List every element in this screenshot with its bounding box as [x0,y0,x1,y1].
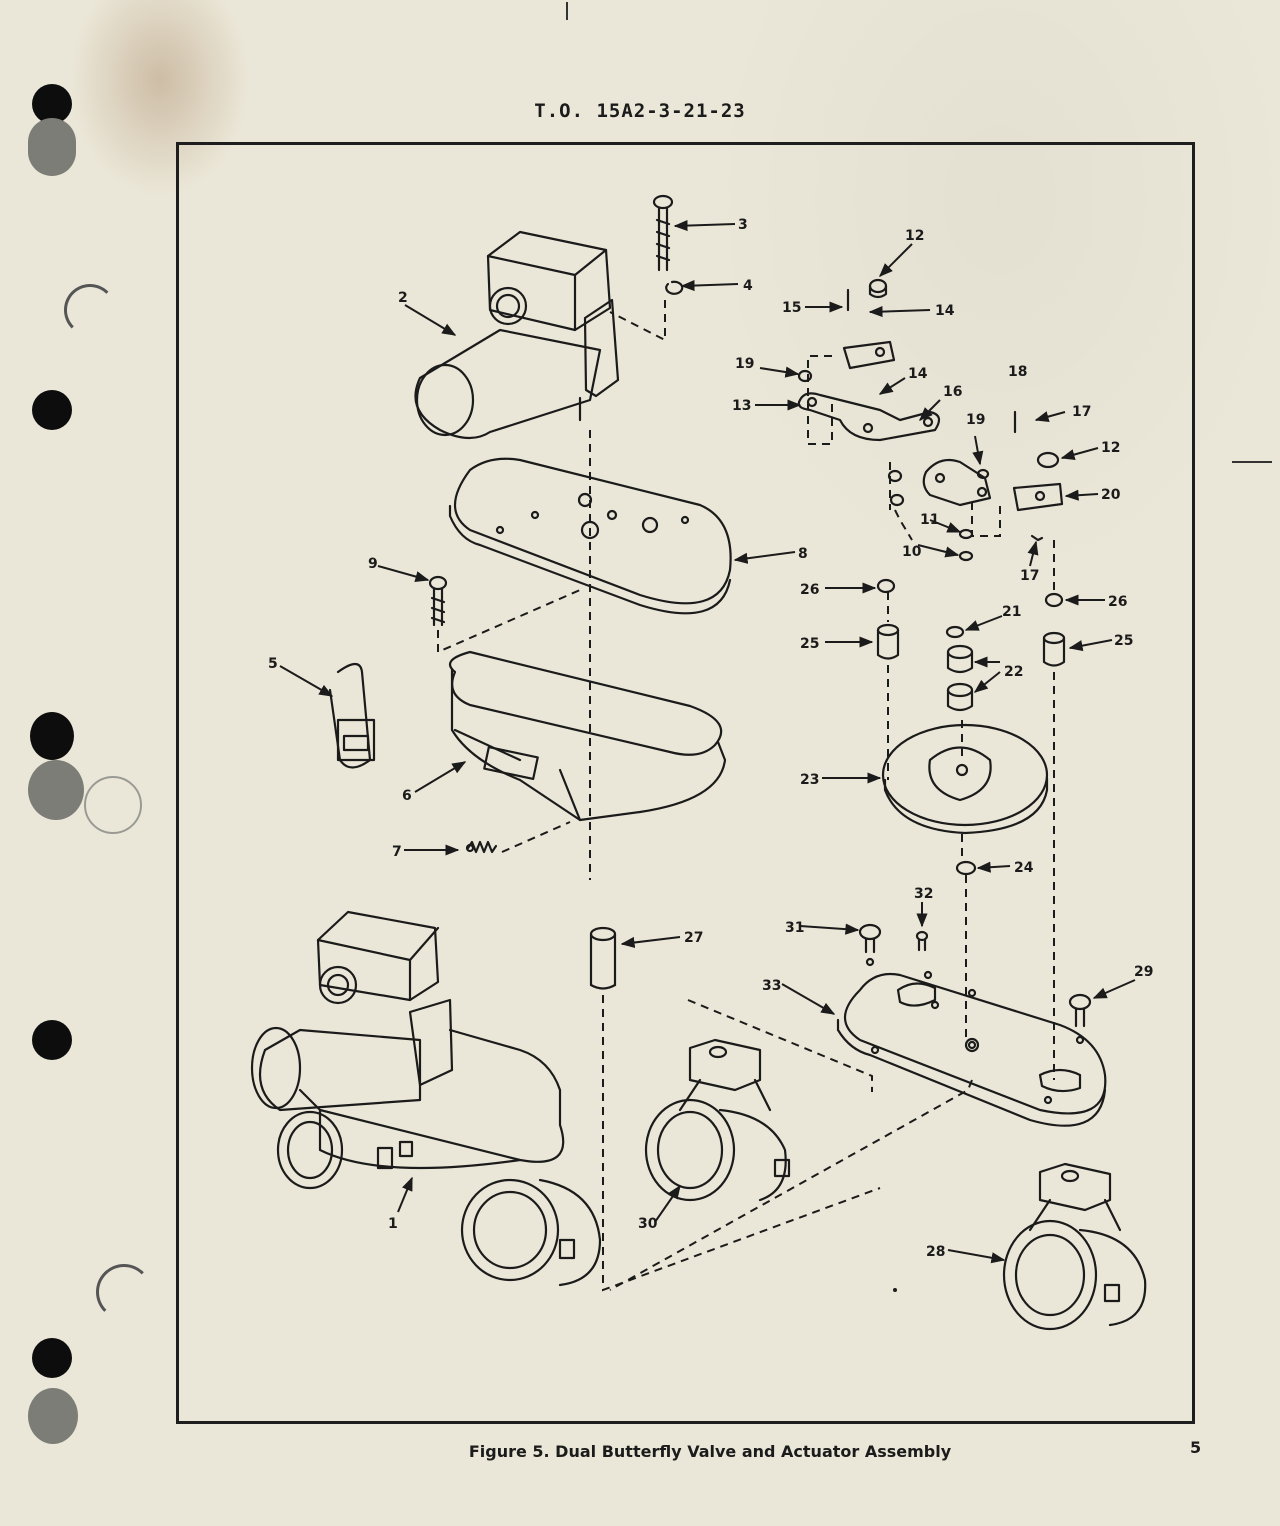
callout-26b: 26 [1108,594,1127,610]
callout-33: 33 [762,978,781,994]
callout-11: 11 [920,512,939,528]
lock-washer-4 [665,280,684,295]
washers-10-11 [887,469,974,562]
spacer-25-right [1042,631,1066,667]
document-number: T.O. 15A2-3-21-23 [534,100,746,122]
binder-hole-5 [28,760,84,820]
callout-10: 10 [902,544,922,560]
callout-26a: 26 [800,582,819,598]
callout-8: 8 [798,546,808,562]
cam-plate-23 [881,723,1049,835]
screw-3 [652,194,674,272]
callout-7: 7 [392,844,402,860]
washer-26-left [876,578,896,594]
link-assembly [797,278,1064,512]
actuator-motor [414,230,620,440]
valve-body-28 [1002,1162,1147,1331]
callout-14b: 14 [908,366,928,382]
callout-24: 24 [1014,860,1034,876]
screw-9 [428,575,448,627]
callout-18: 18 [1008,364,1027,380]
spring-7 [465,840,498,854]
callout-3: 3 [738,217,748,233]
screw-29 [1068,993,1092,1028]
callout-31: 31 [785,920,804,936]
pin-32 [915,930,929,952]
callout-4: 4 [743,278,753,294]
callout-5: 5 [268,656,278,672]
binder-hole-1 [32,84,72,124]
binder-hole-4 [30,712,74,760]
binder-hole-ring [84,776,142,834]
pin-17 [1030,534,1044,542]
binder-hole-2 [28,118,76,176]
callout-1: 1 [388,1216,398,1232]
washer-21 [945,625,965,639]
figure-caption: Figure 5. Dual Butterfly Valve and Actua… [468,1442,952,1461]
page-number: 5 [1190,1438,1202,1457]
screw-31 [858,923,882,954]
callout-32: 32 [914,886,933,902]
figure-frame [176,142,1195,1424]
washer-24 [955,860,977,876]
callout-30: 30 [638,1216,658,1232]
callout-19a: 19 [735,356,754,372]
washer-26-right [1044,592,1064,608]
callout-21: 21 [1002,604,1021,620]
callout-14a: 14 [935,303,955,319]
margin-mark-top [566,2,568,20]
callout-2: 2 [398,290,408,306]
binder-hole-7 [32,1338,72,1378]
callout-25a: 25 [800,636,819,652]
callout-12b: 12 [1101,440,1120,456]
binder-hole-arc-2 [96,1264,152,1320]
binder-hole-arc-1 [64,284,116,336]
callout-23: 23 [800,772,819,788]
callout-20: 20 [1101,487,1121,503]
callout-17a: 17 [1072,404,1091,420]
spacer-25-left [876,623,900,660]
callout-16: 16 [943,384,962,400]
callout-25b: 25 [1114,633,1133,649]
callout-9: 9 [368,556,378,572]
spacer-27 [589,926,617,990]
binder-hole-6 [32,1020,72,1060]
valve-body-30 [644,1038,791,1202]
binder-hole-8 [28,1388,78,1444]
callout-13: 13 [732,398,751,414]
callout-6: 6 [402,788,412,804]
callout-28: 28 [926,1244,945,1260]
housing-band-6 [448,650,727,822]
callout-15: 15 [782,300,801,316]
bushings-22 [946,644,974,712]
binder-hole-3 [32,390,72,430]
callout-12a: 12 [905,228,924,244]
callout-27: 27 [684,930,703,946]
callout-17b: 17 [1020,568,1039,584]
data-plate-5 [328,662,376,769]
callout-22: 22 [1004,664,1023,680]
assembled-valve-unit-1 [250,910,602,1287]
callout-29: 29 [1134,964,1153,980]
margin-mark-right [1232,461,1272,463]
cover-plate-8 [448,457,732,615]
base-plate-33 [836,957,1107,1127]
callout-19b: 19 [966,412,985,428]
